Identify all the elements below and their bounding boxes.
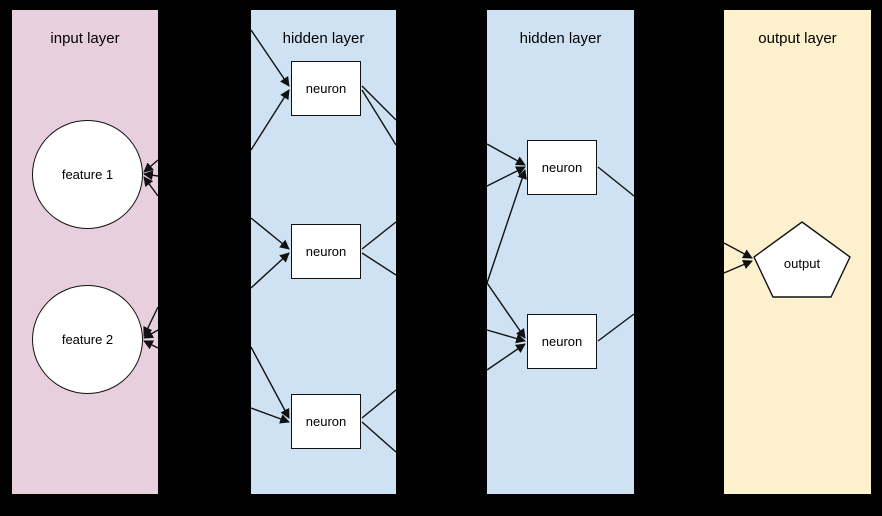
node-hidden2-neuron-1[interactable]: neuron: [527, 140, 597, 195]
node-hidden2-neuron-2-label: neuron: [541, 334, 583, 349]
layer-title-hidden-1: hidden layer: [282, 30, 365, 47]
node-hidden1-neuron-2-label: neuron: [305, 244, 347, 259]
layer-title-output: output layer: [758, 30, 837, 47]
node-hidden1-neuron-1[interactable]: neuron: [291, 61, 361, 116]
node-hidden1-neuron-1-label: neuron: [305, 81, 347, 96]
layer-panel-input: input layer: [12, 10, 158, 494]
node-output[interactable]: output: [753, 221, 851, 298]
node-hidden1-neuron-3[interactable]: neuron: [291, 394, 361, 449]
layer-title-hidden-2: hidden layer: [519, 30, 602, 47]
pentagon-shape: [753, 221, 851, 298]
node-feature-1-label: feature 1: [61, 167, 114, 182]
node-feature-2[interactable]: feature 2: [32, 285, 143, 394]
node-feature-1[interactable]: feature 1: [32, 120, 143, 229]
node-hidden2-neuron-2[interactable]: neuron: [527, 314, 597, 369]
node-hidden2-neuron-1-label: neuron: [541, 160, 583, 175]
node-hidden1-neuron-3-label: neuron: [305, 414, 347, 429]
layer-title-input: input layer: [50, 30, 120, 47]
node-feature-2-label: feature 2: [61, 332, 114, 347]
layer-panel-hidden-2: hidden layer: [487, 10, 634, 494]
node-hidden1-neuron-2[interactable]: neuron: [291, 224, 361, 279]
node-output-label: output: [783, 256, 821, 271]
